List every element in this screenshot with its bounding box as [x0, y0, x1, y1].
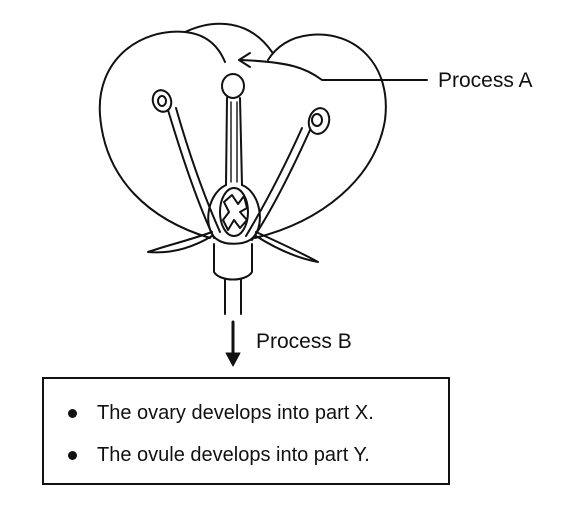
- list-item: The ovule develops into part Y.: [68, 443, 370, 467]
- back-petal-top: [184, 22, 273, 53]
- process-a-line: [240, 59, 428, 81]
- left-filament: [167, 107, 221, 239]
- ovary-chamber: [219, 187, 249, 237]
- stigma: [221, 73, 245, 99]
- ovary: [207, 184, 261, 245]
- ovule-statement: The ovule develops into part Y.: [97, 444, 370, 466]
- right-petal: [254, 33, 387, 239]
- right-filament: [245, 127, 311, 241]
- development-box: The ovary develops into part X. The ovul…: [42, 377, 450, 485]
- right-anther-inner: [311, 113, 323, 127]
- bullet-icon: [68, 450, 77, 460]
- process-a-arrowhead: [238, 52, 251, 68]
- left-sepal: [147, 231, 213, 254]
- ovary-statement: The ovary develops into part X.: [97, 402, 374, 424]
- left-anther-inner: [157, 95, 167, 107]
- style-inner: [230, 101, 238, 183]
- flower-stalk: [224, 279, 242, 315]
- bullet-icon: [68, 408, 77, 418]
- process-b-arrowhead: [225, 352, 241, 367]
- left-petal: [98, 30, 226, 239]
- style: [225, 97, 243, 186]
- ovules: [222, 194, 248, 231]
- list-item: The ovary develops into part X.: [68, 401, 374, 425]
- right-anther: [307, 107, 331, 135]
- left-anther: [151, 89, 173, 113]
- receptacle: [213, 243, 253, 281]
- process-b-label: Process B: [256, 330, 352, 353]
- process-a-label: Process A: [438, 69, 533, 92]
- right-sepal: [255, 231, 319, 263]
